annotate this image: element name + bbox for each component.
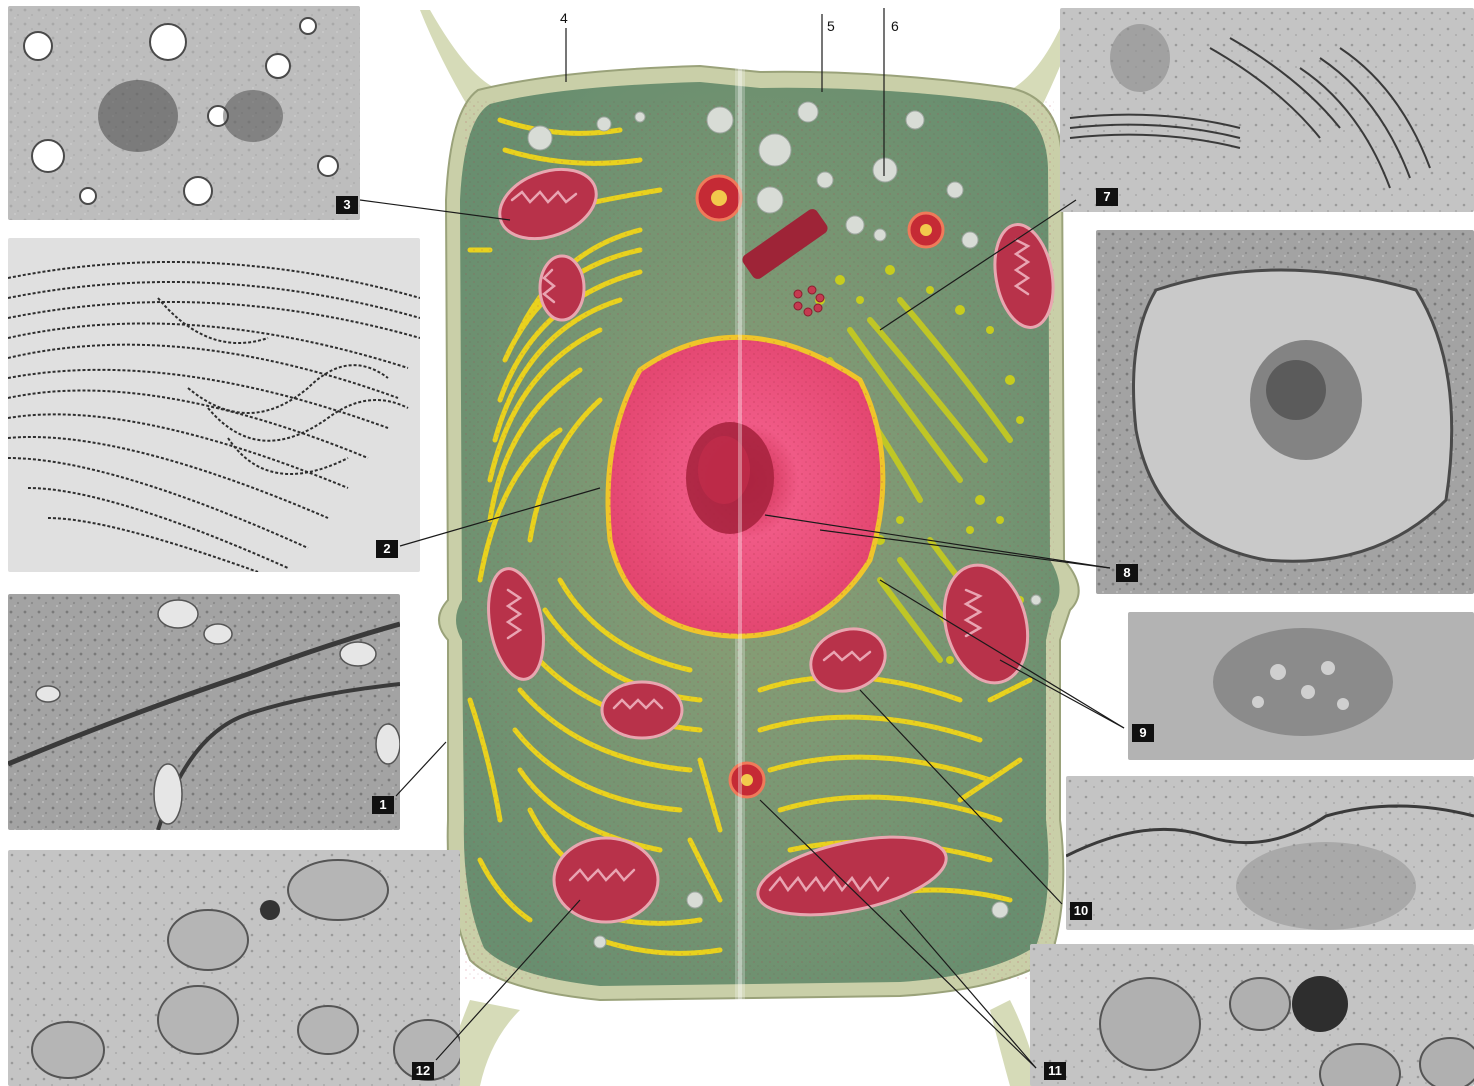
label-11: 11 — [1044, 1062, 1066, 1080]
micrograph-9: 9 — [1128, 612, 1474, 760]
micrograph-11: 11 — [1030, 944, 1474, 1086]
label-7: 7 — [1096, 188, 1118, 206]
label-1: 1 — [372, 796, 394, 814]
label-2: 2 — [376, 540, 398, 558]
label-9: 9 — [1132, 724, 1154, 742]
label-4: 4 — [560, 10, 568, 26]
mitochondrion — [602, 682, 682, 738]
label-8: 8 — [1116, 564, 1138, 582]
mitochondrion — [540, 256, 584, 320]
micrograph-7: 7 — [1060, 8, 1474, 212]
micrograph-12: 12 — [8, 850, 460, 1086]
micrograph-3: 3 — [8, 6, 360, 220]
label-6: 6 — [891, 18, 899, 34]
micrograph-10: 10 — [1066, 776, 1474, 930]
nucleus — [608, 337, 883, 636]
label-3: 3 — [336, 196, 358, 214]
micrograph-8: 8 — [1096, 230, 1474, 594]
label-5: 5 — [827, 18, 835, 34]
label-12: 12 — [412, 1062, 434, 1080]
label-10: 10 — [1070, 902, 1092, 920]
micrograph-1: 1 — [8, 594, 400, 830]
micrograph-2: 2 — [8, 238, 420, 572]
